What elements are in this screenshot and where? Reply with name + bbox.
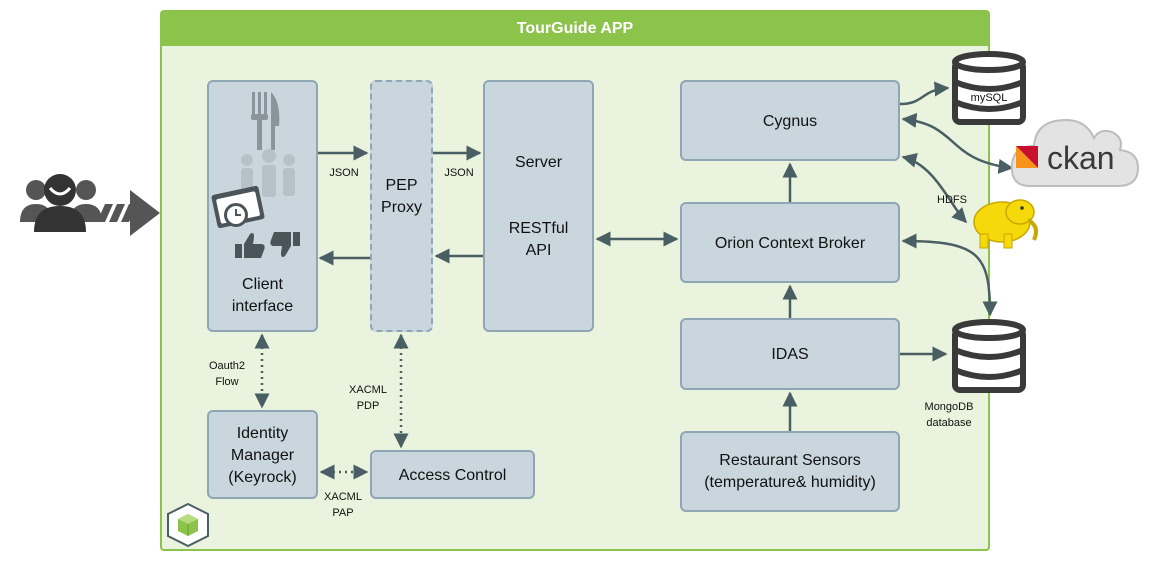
identity-manager-box[interactable]: Identity Manager (Keyrock) bbox=[207, 410, 318, 499]
restaurant-icons bbox=[211, 92, 300, 258]
mysql-database-icon bbox=[952, 51, 1026, 125]
server-box[interactable]: Server RESTful API bbox=[483, 80, 594, 332]
orion-mongo-arrow bbox=[901, 233, 998, 317]
client-interface-box[interactable]: Client interface bbox=[207, 80, 318, 332]
access-control-box[interactable]: Access Control bbox=[370, 450, 535, 499]
orion-label: Orion Context Broker bbox=[714, 235, 866, 252]
cygnus-label: Cygnus bbox=[762, 113, 818, 130]
cutlery-icon bbox=[251, 92, 280, 150]
cygnus-hdfs-arrow bbox=[901, 153, 968, 224]
xacml-pap-label-line2: PAP bbox=[332, 507, 354, 519]
json-label-left: JSON bbox=[329, 167, 359, 179]
orion-context-broker-box[interactable]: Orion Context Broker bbox=[680, 202, 900, 283]
xacml-pdp-label-line1: XACML bbox=[349, 384, 387, 396]
pep-proxy-box[interactable]: PEP Proxy bbox=[370, 80, 433, 332]
thumbs-up-icon bbox=[235, 233, 265, 258]
mysql-label: mySQL bbox=[970, 92, 1008, 104]
cygnus-to-mysql-arrow bbox=[899, 81, 950, 106]
hdfs-label: HDFS bbox=[937, 194, 967, 206]
client-label-line1: Client bbox=[242, 276, 283, 293]
thumbs-down-icon bbox=[270, 232, 300, 257]
mongodb-label-line1: MongoDB bbox=[924, 401, 974, 413]
sensors-label-line2: (temperature& humidity) bbox=[704, 474, 876, 491]
oauth-label-line1: Oauth2 bbox=[208, 360, 246, 372]
mongodb-database-icon bbox=[952, 319, 1026, 393]
app-title: TourGuide APP bbox=[162, 12, 988, 46]
ckan-cloud-icon bbox=[1010, 118, 1140, 187]
server-label: Server bbox=[514, 154, 563, 171]
cygnus-ckan-arrow bbox=[901, 112, 1014, 174]
pep-label-line2: Proxy bbox=[381, 199, 422, 216]
xacml-pdp-label-line2: PDP bbox=[356, 400, 380, 412]
api-label: API bbox=[525, 242, 552, 259]
hadoop-elephant-icon bbox=[973, 199, 1038, 249]
restful-label: RESTful bbox=[508, 220, 569, 237]
incoming-arrow-icon bbox=[97, 190, 160, 236]
people-icon bbox=[241, 149, 295, 197]
identity-label-line1: Identity bbox=[236, 425, 289, 442]
client-label-line2: interface bbox=[231, 298, 294, 315]
users-icon bbox=[20, 174, 160, 236]
identity-label-line3: (Keyrock) bbox=[228, 469, 297, 486]
cube-logo-icon bbox=[167, 502, 209, 548]
identity-label-line2: Manager bbox=[230, 447, 295, 464]
ckan-label: ckan bbox=[1047, 140, 1115, 176]
mongodb-label-line2: database bbox=[926, 417, 972, 429]
json-label-right: JSON bbox=[444, 167, 474, 179]
access-control-label: Access Control bbox=[398, 467, 507, 484]
pep-label-line1: PEP bbox=[385, 177, 418, 194]
restaurant-sensors-box[interactable]: Restaurant Sensors (temperature& humidit… bbox=[680, 431, 900, 512]
xacml-pap-label-line1: XACML bbox=[324, 491, 362, 503]
idas-label: IDAS bbox=[771, 346, 809, 363]
oauth-label-line2: Flow bbox=[215, 376, 239, 388]
idas-box[interactable]: IDAS bbox=[680, 318, 900, 390]
reservation-clock-icon bbox=[211, 185, 265, 229]
cygnus-box[interactable]: Cygnus bbox=[680, 80, 900, 161]
sensors-label-line1: Restaurant Sensors bbox=[719, 452, 861, 469]
